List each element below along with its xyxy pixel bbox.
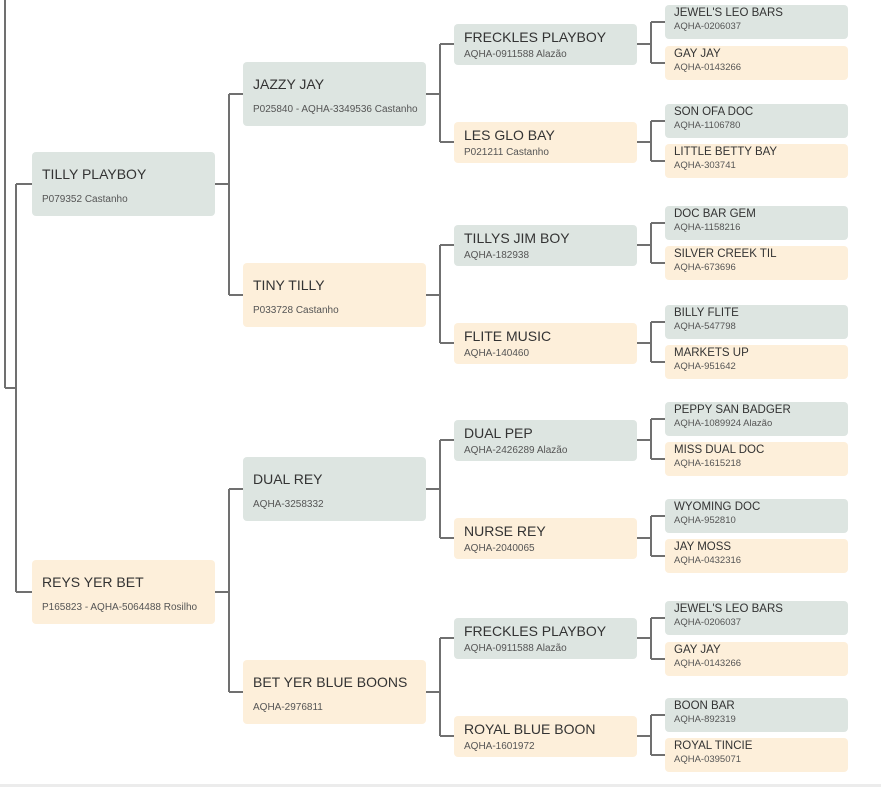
dam-node-jay-moss[interactable]: JAY MOSS AQHA-0432316: [665, 539, 848, 573]
dam-node-gay-jay[interactable]: GAY JAY AQHA-0143266: [665, 46, 848, 80]
horse-registration: AQHA-1601972: [464, 741, 535, 752]
horse-name: DOC BAR GEM: [674, 208, 756, 220]
dam-node-nurse-rey[interactable]: NURSE REY AQHA-2040065: [454, 518, 637, 559]
dam-node-royal-blue-boon[interactable]: ROYAL BLUE BOON AQHA-1601972: [454, 716, 637, 757]
horse-name: FLITE MUSIC: [464, 328, 552, 344]
horse-name: SON OFA DOC: [674, 106, 754, 118]
sire-node-tilly-playboy[interactable]: TILLY PLAYBOY P079352 Castanho: [32, 152, 215, 216]
horse-registration: AQHA-952810: [674, 515, 736, 526]
horse-registration: AQHA-2040065: [464, 543, 535, 554]
horse-registration: AQHA-0395071: [674, 754, 742, 765]
sire-node-jewels-leo-bars-2[interactable]: JEWEL'S LEO BARS AQHA-0206037: [665, 601, 848, 635]
dam-node-bet-yer-blue-boons[interactable]: BET YER BLUE BOONS AQHA-2976811: [243, 660, 426, 724]
horse-name: BILLY FLITE: [674, 307, 739, 319]
horse-registration: P165823 - AQHA-5064488 Rosilho: [42, 602, 198, 613]
horse-registration: AQHA-3258332: [253, 499, 324, 510]
dam-node-miss-dual-doc[interactable]: MISS DUAL DOC AQHA-1615218: [665, 442, 848, 476]
horse-name: JAZZY JAY: [253, 76, 325, 92]
horse-registration: AQHA-0432316: [674, 555, 742, 566]
horse-name: BOON BAR: [674, 700, 735, 712]
horse-registration: AQHA-1158216: [674, 222, 741, 233]
horse-name: PEPPY SAN BADGER: [674, 404, 791, 416]
horse-registration: AQHA-547798: [674, 321, 736, 332]
horse-registration: AQHA-1089924 Alazão: [674, 418, 773, 429]
horse-name: TINY TILLY: [253, 277, 325, 293]
horse-registration: AQHA-2426289 Alazão: [464, 445, 568, 456]
horse-name: MARKETS UP: [674, 347, 749, 359]
sire-node-freckles-playboy[interactable]: FRECKLES PLAYBOY AQHA-0911588 Alazão: [454, 24, 637, 65]
horse-registration: AQHA-0206037: [674, 617, 742, 628]
sire-node-tillys-jim-boy[interactable]: TILLYS JIM BOY AQHA-182938: [454, 225, 637, 266]
horse-registration: AQHA-0143266: [674, 658, 742, 669]
horse-name: WYOMING DOC: [674, 501, 761, 513]
horse-registration: AQHA-673696: [674, 262, 736, 273]
horse-name: DUAL REY: [253, 471, 323, 487]
dam-node-silver-creek-til[interactable]: SILVER CREEK TIL AQHA-673696: [665, 246, 848, 280]
horse-registration: AQHA-2976811: [253, 702, 323, 713]
bottom-divider: [0, 784, 881, 787]
horse-name: GAY JAY: [674, 48, 721, 60]
horse-name: SILVER CREEK TIL: [674, 248, 777, 260]
sire-node-billy-flite[interactable]: BILLY FLITE AQHA-547798: [665, 305, 848, 339]
sire-node-son-ofa-doc[interactable]: SON OFA DOC AQHA-1106780: [665, 104, 848, 138]
horse-name: ROYAL BLUE BOON: [464, 721, 596, 737]
horse-name: MISS DUAL DOC: [674, 444, 765, 456]
horse-name: FRECKLES PLAYBOY: [464, 29, 607, 45]
sire-node-boon-bar[interactable]: BOON BAR AQHA-892319: [665, 698, 848, 732]
horse-name: LES GLO BAY: [464, 127, 555, 143]
dam-node-reys-yer-bet[interactable]: REYS YER BET P165823 - AQHA-5064488 Rosi…: [32, 560, 215, 624]
horse-registration: AQHA-303741: [674, 160, 736, 171]
sire-node-doc-bar-gem[interactable]: DOC BAR GEM AQHA-1158216: [665, 206, 848, 240]
dam-node-gay-jay-2[interactable]: GAY JAY AQHA-0143266: [665, 642, 848, 676]
horse-registration: AQHA-1615218: [674, 458, 742, 469]
horse-name: DUAL PEP: [464, 425, 533, 441]
dam-node-markets-up[interactable]: MARKETS UP AQHA-951642: [665, 345, 848, 379]
horse-name: JEWEL'S LEO BARS: [674, 603, 783, 615]
dam-node-les-glo-bay[interactable]: LES GLO BAY P021211 Castanho: [454, 122, 637, 163]
horse-registration: AQHA-182938: [464, 250, 530, 261]
horse-name: TILLYS JIM BOY: [464, 230, 570, 246]
horse-name: LITTLE BETTY BAY: [674, 146, 778, 158]
sire-node-jazzy-jay[interactable]: JAZZY JAY P025840 - AQHA-3349536 Castanh…: [243, 62, 426, 126]
dam-node-tiny-tilly[interactable]: TINY TILLY P033728 Castanho: [243, 263, 426, 327]
dam-node-flite-music[interactable]: FLITE MUSIC AQHA-140460: [454, 323, 637, 364]
horse-registration: P079352 Castanho: [42, 194, 128, 205]
sire-node-jewels-leo-bars[interactable]: JEWEL'S LEO BARS AQHA-0206037: [665, 5, 848, 39]
sire-node-freckles-playboy-2[interactable]: FRECKLES PLAYBOY AQHA-0911588 Alazão: [454, 618, 637, 659]
dam-node-royal-tincie[interactable]: ROYAL TINCIE AQHA-0395071: [665, 738, 848, 772]
horse-registration: P033728 Castanho: [253, 305, 339, 316]
horse-name: ROYAL TINCIE: [674, 740, 753, 752]
horse-registration: AQHA-0911588 Alazão: [464, 643, 567, 654]
sire-node-dual-pep[interactable]: DUAL PEP AQHA-2426289 Alazão: [454, 420, 637, 461]
horse-name: TILLY PLAYBOY: [42, 166, 147, 182]
horse-name: FRECKLES PLAYBOY: [464, 623, 607, 639]
horse-registration: AQHA-0206037: [674, 21, 742, 32]
horse-name: REYS YER BET: [42, 574, 144, 590]
horse-registration: P021211 Castanho: [464, 147, 549, 158]
dam-node-little-betty-bay[interactable]: LITTLE BETTY BAY AQHA-303741: [665, 144, 848, 178]
horse-name: GAY JAY: [674, 644, 721, 656]
horse-registration: AQHA-1106780: [674, 120, 741, 131]
sire-node-dual-rey[interactable]: DUAL REY AQHA-3258332: [243, 457, 426, 521]
horse-registration: AQHA-892319: [674, 714, 736, 725]
horse-registration: AQHA-140460: [464, 348, 530, 359]
horse-name: NURSE REY: [464, 523, 546, 539]
horse-registration: AQHA-0143266: [674, 62, 742, 73]
horse-registration: AQHA-0911588 Alazão: [464, 49, 567, 60]
horse-name: JAY MOSS: [674, 541, 732, 553]
horse-name: BET YER BLUE BOONS: [253, 674, 408, 690]
horse-registration: P025840 - AQHA-3349536 Castanho: [253, 104, 418, 115]
sire-node-peppy-san-badger[interactable]: PEPPY SAN BADGER AQHA-1089924 Alazão: [665, 402, 848, 436]
horse-registration: AQHA-951642: [674, 361, 736, 372]
horse-name: JEWEL'S LEO BARS: [674, 7, 783, 19]
sire-node-wyoming-doc[interactable]: WYOMING DOC AQHA-952810: [665, 499, 848, 533]
